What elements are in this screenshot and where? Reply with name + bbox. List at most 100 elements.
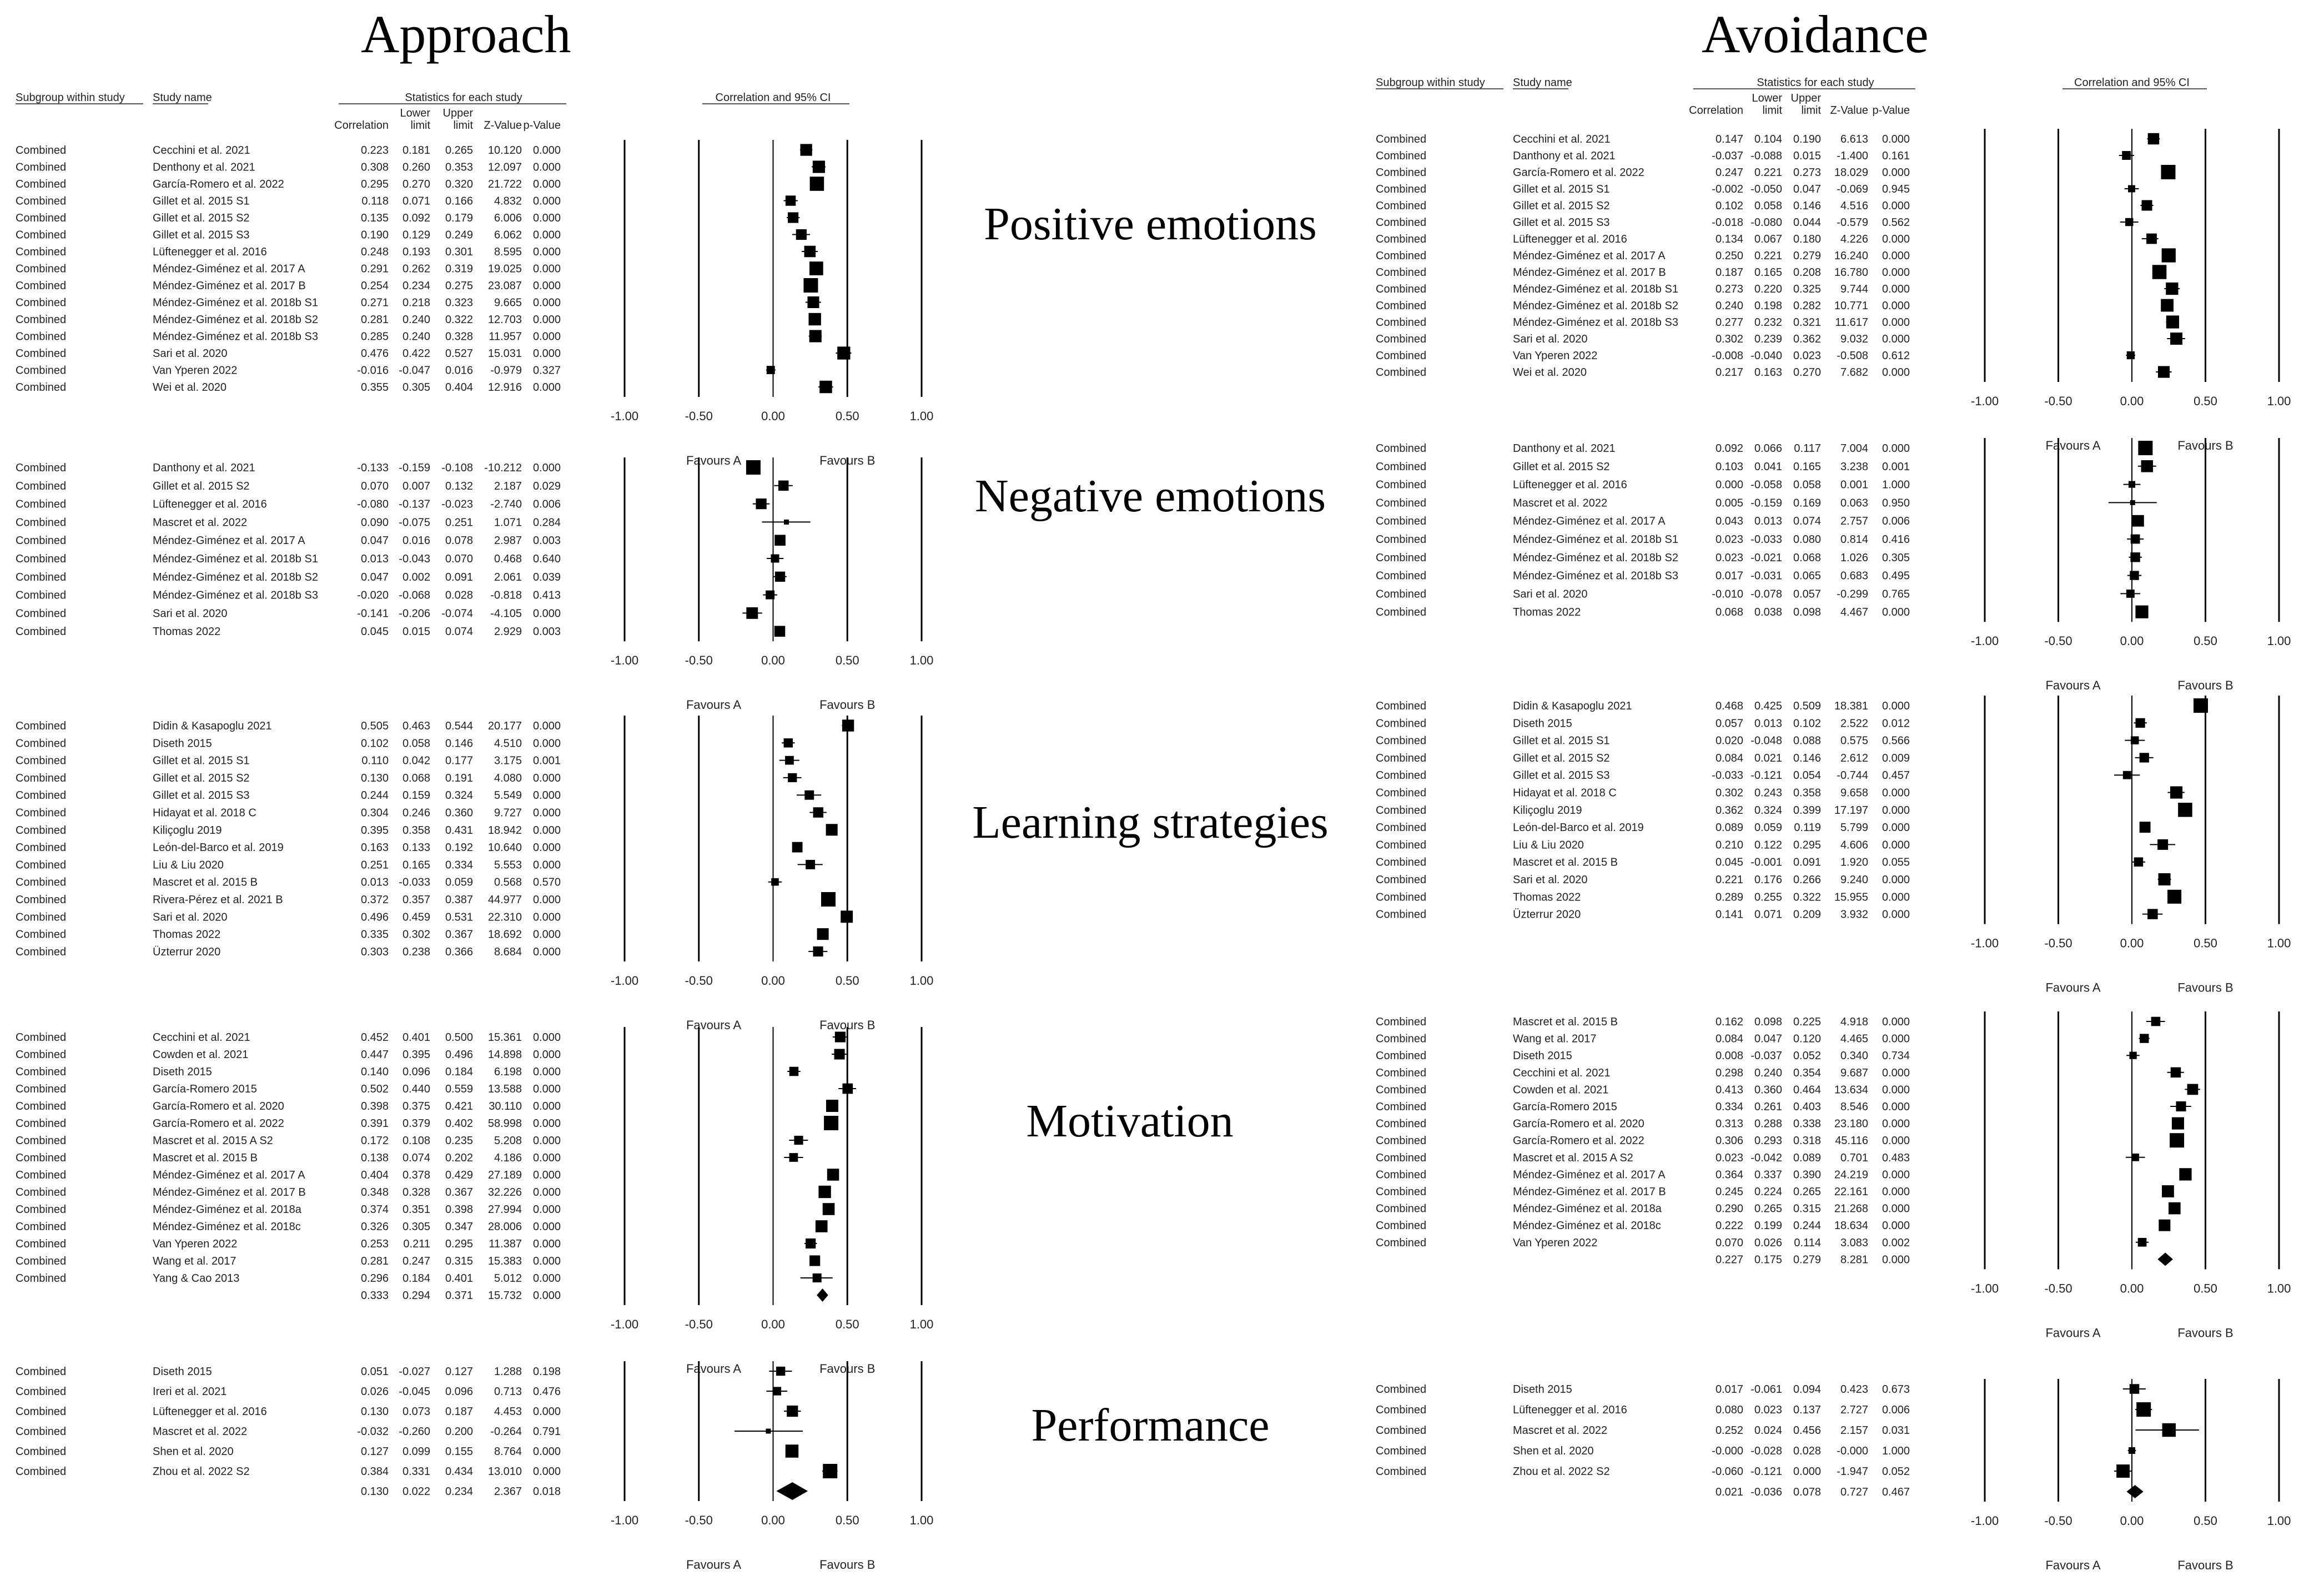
stat-cell: 8.764	[494, 1446, 522, 1458]
stat-cell: 0.052	[1793, 1050, 1821, 1062]
stat-cell: 0.070	[1716, 1237, 1743, 1249]
subgroup-cell: Combined	[1376, 300, 1426, 312]
study-point	[817, 928, 829, 940]
stat-cell: 0.291	[361, 263, 389, 275]
stat-cell: 0.265	[445, 144, 473, 157]
stat-cell: 0.208	[1793, 266, 1821, 279]
stat-cell: 0.322	[1793, 891, 1821, 903]
stat-cell: 0.023	[1793, 350, 1821, 362]
header-upper: Upper	[443, 107, 474, 119]
stat-cell: 0.271	[361, 297, 389, 309]
summary-stat-cell: 0.279	[1793, 1253, 1821, 1266]
stat-cell: 5.549	[494, 789, 522, 802]
stat-cell: 0.202	[445, 1152, 473, 1164]
stat-cell: 0.192	[445, 842, 473, 854]
stat-cell: 18.942	[488, 824, 522, 837]
axis-tick-label: 0.50	[836, 1317, 859, 1331]
summary-stat-cell: 0.371	[445, 1290, 473, 1302]
study-point	[804, 245, 816, 258]
study-point	[2131, 736, 2139, 744]
stat-cell: -0.060	[1712, 1466, 1743, 1478]
study-name: Mascret et al. 2022	[1513, 1424, 1607, 1437]
study-name: Gillet et al. 2015 S3	[153, 789, 250, 802]
stat-cell: 0.129	[403, 229, 430, 241]
study-name: Méndez-Giménez et al. 2018b S1	[153, 553, 318, 565]
subgroup-cell: Combined	[1376, 1424, 1426, 1437]
stat-cell: 0.673	[1882, 1383, 1910, 1396]
study-point	[2136, 1402, 2151, 1417]
study-name: Sari et al. 2020	[1513, 333, 1588, 345]
study-point	[2161, 165, 2176, 179]
study-point	[823, 1464, 838, 1478]
stat-cell: 0.306	[1716, 1135, 1743, 1147]
stat-cell: 0.159	[403, 789, 430, 802]
study-point	[788, 773, 797, 783]
axis-tick-label: 1.00	[2267, 394, 2291, 408]
stat-cell: 0.211	[403, 1238, 430, 1250]
stat-cell: 0.640	[533, 553, 561, 565]
stat-cell: -0.159	[1750, 497, 1782, 509]
stat-cell: 0.000	[1882, 366, 1910, 379]
summary-stat-cell: 0.130	[361, 1486, 389, 1498]
study-name: García-Romero et al. 2022	[153, 178, 284, 190]
stat-cell: 0.238	[403, 946, 430, 958]
stat-cell: 0.248	[361, 246, 389, 258]
stat-cell: -0.108	[441, 462, 473, 474]
stat-cell: 0.065	[1793, 570, 1821, 582]
stat-cell: 0.000	[1882, 1135, 1910, 1147]
study-point	[2170, 1133, 2185, 1148]
stat-cell: 0.289	[1716, 891, 1743, 903]
study-name: Van Yperen 2022	[1513, 1237, 1597, 1249]
stat-cell: 0.000	[1882, 839, 1910, 851]
stat-cell: -0.260	[399, 1426, 430, 1438]
subgroup-cell: Combined	[1376, 217, 1426, 229]
stat-cell: 0.031	[1882, 1424, 1910, 1437]
stat-cell: 0.000	[533, 331, 561, 343]
subgroup-cell: Combined	[1376, 717, 1426, 729]
subgroup-cell: Combined	[1376, 250, 1426, 262]
subgroup-cell: Combined	[16, 772, 66, 784]
stat-cell: 0.038	[1754, 606, 1782, 618]
stat-cell: 0.575	[1840, 735, 1868, 747]
study-point	[2157, 839, 2169, 850]
stat-cell: 0.413	[1716, 1084, 1743, 1096]
study-point	[2137, 1237, 2147, 1247]
stat-cell: 0.000	[1882, 874, 1910, 886]
stat-cell: 0.000	[1882, 822, 1910, 834]
stat-cell: 0.000	[1882, 1101, 1910, 1113]
stat-cell: 58.998	[488, 1117, 522, 1130]
stat-cell: 0.000	[533, 842, 561, 854]
favours-a-label: Favours A	[2045, 1558, 2100, 1572]
stat-cell: 0.172	[361, 1135, 389, 1147]
stat-cell: -0.032	[357, 1426, 389, 1438]
subgroup-cell: Combined	[1376, 133, 1426, 145]
stat-cell: 3.083	[1840, 1237, 1868, 1249]
stat-cell: 0.000	[533, 1466, 561, 1478]
subgroup-cell: Combined	[16, 1049, 66, 1061]
stat-cell: 0.080	[1793, 533, 1821, 546]
subgroup-cell: Combined	[16, 229, 66, 241]
stat-cell: 0.135	[361, 212, 389, 224]
stat-cell: -0.264	[490, 1426, 522, 1438]
stat-cell: 0.304	[361, 807, 389, 819]
stat-cell: 5.208	[494, 1135, 522, 1147]
stat-cell: 0.295	[445, 1238, 473, 1250]
study-name: Gillet et al. 2015 S3	[1513, 217, 1610, 229]
stat-cell: 0.322	[445, 314, 473, 326]
stat-cell: 0.000	[533, 929, 561, 941]
stat-cell: 0.000	[1882, 133, 1910, 145]
stat-cell: 0.570	[533, 877, 561, 889]
subgroup-cell: Combined	[1376, 1067, 1426, 1079]
stat-cell: 0.266	[1793, 874, 1821, 886]
stat-cell: 0.000	[533, 178, 561, 190]
stat-cell: 2.157	[1840, 1424, 1868, 1437]
study-point	[834, 1049, 845, 1060]
study-point	[822, 1203, 835, 1215]
study-name: Méndez-Giménez et al. 2018a	[153, 1204, 302, 1216]
study-name: Liu & Liu 2020	[1513, 839, 1584, 851]
stat-cell: 21.722	[488, 178, 522, 190]
study-point	[789, 1066, 799, 1076]
study-name: Lüftenegger et al. 2016	[153, 1406, 267, 1418]
header-subgroup: Subgroup within study	[1376, 77, 1485, 89]
study-point	[789, 1153, 798, 1162]
